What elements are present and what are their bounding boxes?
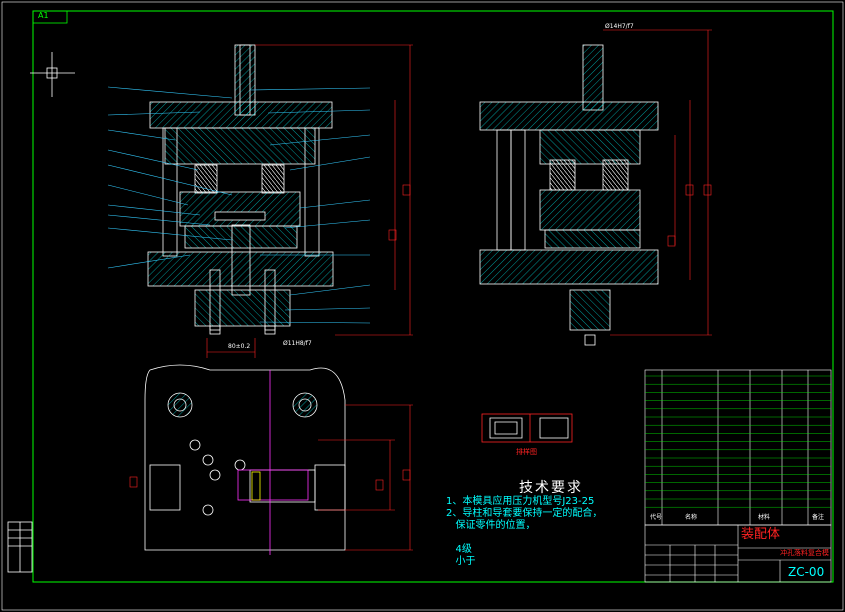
bom-header-code: 代号 [650,514,663,521]
title-block [644,524,832,583]
bom-header-name: 名称 [685,514,698,521]
top-view [144,364,346,551]
tech-req-line-3: 保证零件的位置， [446,520,536,531]
tech-req-line-2: 2、导柱和导套要保持一定的配合， [446,508,603,519]
front-view-leaders [107,86,371,324]
sheet-tag-box [32,10,68,24]
sheet-size-label: A1 [38,11,49,20]
strip-layout-label: 排样图 [516,448,537,456]
tech-req-line-1: 1、本模具应用压力机型号J23-25 [446,496,595,507]
bom-table [644,369,832,526]
dimension-d3: 80±0.2 [228,343,251,350]
strip-layout-part [489,417,569,439]
bom-header-material: 材料 [758,514,771,521]
front-view-dimensions [206,44,413,358]
dimension-d1: Ø14H7/f7 [605,23,634,30]
drawing-name: 装配体 [741,527,781,542]
technical-requirements-title: 技术要求 [519,480,583,496]
top-view-yellow [251,471,261,501]
drawing-frame [32,10,834,583]
side-view-dimensions [603,29,712,336]
strip-layout [481,413,573,443]
top-view-dimensions [129,404,413,551]
front-view [147,44,334,335]
tech-req-line-4: 4级 [446,544,472,555]
tech-req-line-5: 小于 [446,556,476,567]
side-view [479,44,659,346]
top-view-magenta [237,370,309,555]
drawing-subtitle: 冲孔落料复合模 [780,549,829,557]
bom-table-rows [645,375,831,508]
ucs-icon [7,521,33,573]
crosshair-cursor [30,52,75,97]
drawing-number: ZC-00 [788,565,825,579]
dimension-d2: Ø11H8/f7 [283,340,312,347]
bom-header-note: 备注 [812,514,825,521]
